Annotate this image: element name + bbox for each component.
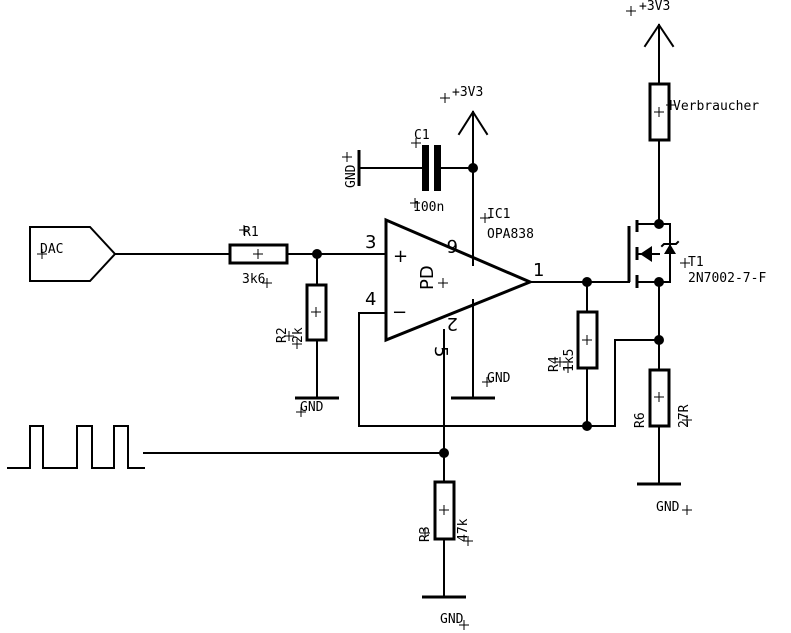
ic1-part: OPA838 xyxy=(487,227,534,242)
pd-pin-label: PD xyxy=(417,265,438,290)
supply-arrow-opamp xyxy=(457,110,489,136)
gnd-label-c1: GND xyxy=(344,164,359,188)
opamp-ic1: + − 3 4 1 6 2 5 PD IC1 OPA838 xyxy=(365,207,544,357)
junction-pwm xyxy=(439,448,449,458)
r6-value: 27R xyxy=(677,404,692,428)
c1-name: C1 xyxy=(414,128,430,143)
capacitor-c1: C1 100n xyxy=(410,128,444,215)
resistor-r6: R6 27R xyxy=(633,368,692,428)
dac-port: DAC xyxy=(29,226,117,282)
wire-feedback xyxy=(358,312,588,427)
load-label: Verbraucher xyxy=(673,99,759,114)
t1-part: 2N7002-7-F xyxy=(688,271,766,286)
opamp-plus-sign: + xyxy=(393,246,408,267)
opamp-minus-sign: − xyxy=(392,302,407,323)
resistor-r4: R4 1k5 xyxy=(547,310,599,373)
r3-value: 47k xyxy=(456,518,471,542)
gnd-label-r2: GND xyxy=(300,400,324,415)
r2-name: R2 xyxy=(275,327,290,343)
supply-label-top: +3V3 xyxy=(639,0,670,14)
junction-drain xyxy=(654,219,664,229)
t1-name: T1 xyxy=(688,255,704,270)
c1-value: 100n xyxy=(413,200,444,215)
wire-feedback-source xyxy=(586,339,660,427)
resistor-r3: R3 47k xyxy=(418,480,473,546)
gnd-label-r6: GND xyxy=(656,500,680,515)
ic1-name: IC1 xyxy=(487,207,510,222)
resistor-r1: R1 3k6 xyxy=(228,225,289,288)
pin-3-label: 3 xyxy=(365,232,376,253)
dac-label: DAC xyxy=(40,242,63,257)
r6-name: R6 xyxy=(633,412,648,428)
resistor-r2: R2 2k xyxy=(275,283,328,349)
r1-value: 3k6 xyxy=(242,272,265,287)
supply-label-opamp: +3V3 xyxy=(452,85,483,100)
load-verbraucher: Verbraucher xyxy=(648,82,759,142)
r2-value: 2k xyxy=(291,327,306,343)
pin-5-label: 5 xyxy=(430,346,451,357)
r4-value: 1k5 xyxy=(562,349,577,372)
pin-2-label: 2 xyxy=(447,313,458,334)
pin-6-label: 6 xyxy=(447,235,458,256)
gnd-label-opamp: GND xyxy=(487,371,511,386)
mosfet-t1: T1 2N7002-7-F xyxy=(627,220,766,288)
square-wave-signal xyxy=(7,425,145,469)
r4-name: R4 xyxy=(547,356,562,372)
r1-name: R1 xyxy=(243,225,259,240)
pin-1-label: 1 xyxy=(533,260,544,281)
gnd-label-r3: GND xyxy=(440,612,464,627)
pin-4-label: 4 xyxy=(365,289,376,310)
